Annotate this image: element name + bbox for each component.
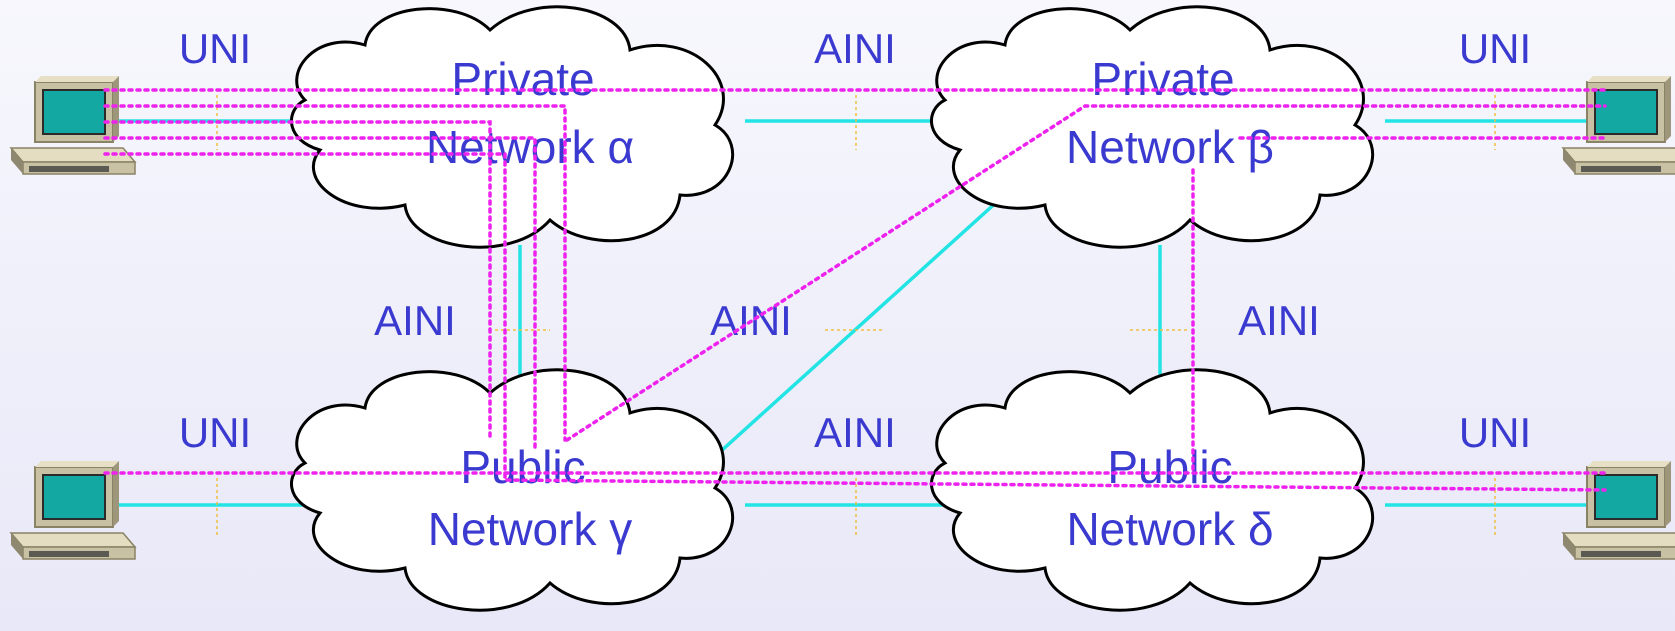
network-delta-line1: Public	[1107, 441, 1232, 493]
path-gamma-to-beta-diagonal	[565, 104, 1607, 442]
network-alpha-line2: Network α	[426, 121, 634, 173]
computer-bottom-right	[1562, 460, 1675, 560]
network-gamma-line1: Public	[460, 441, 585, 493]
path-top-left-via-gamma-3	[103, 152, 1607, 492]
link-gamma-beta	[718, 188, 1012, 454]
computer-icon	[10, 460, 136, 560]
network-labels: Private Network α Private Network β Publ…	[426, 53, 1274, 555]
path-top-left-via-gamma-4	[103, 120, 492, 442]
label-uni-top-left: UNI	[179, 25, 251, 72]
label-aini-top: AINI	[814, 25, 896, 72]
physical-links	[105, 119, 1590, 507]
path-top-left-via-gamma-1	[103, 104, 567, 442]
network-delta-line2: Network δ	[1066, 503, 1273, 555]
label-aini-bottom: AINI	[814, 409, 896, 456]
label-uni-bottom-left: UNI	[179, 409, 251, 456]
computer-bottom-left	[10, 460, 136, 560]
computer-icon	[1562, 460, 1675, 560]
network-beta-line2: Network β	[1066, 121, 1274, 173]
label-aini-mid-left: AINI	[374, 297, 456, 344]
network-beta-line1: Private	[1091, 53, 1234, 105]
network-alpha-line1: Private	[451, 53, 594, 105]
label-uni-bottom-right: UNI	[1459, 409, 1531, 456]
network-gamma-line2: Network γ	[428, 503, 632, 555]
label-uni-top-right: UNI	[1459, 25, 1531, 72]
interface-markers	[216, 95, 1496, 535]
interface-labels: UNI AINI UNI AINI AINI AINI UNI AINI UNI	[179, 25, 1531, 456]
path-top-left-via-gamma-2	[103, 136, 537, 452]
virtual-paths	[103, 88, 1607, 492]
label-aini-mid-right: AINI	[1238, 297, 1320, 344]
